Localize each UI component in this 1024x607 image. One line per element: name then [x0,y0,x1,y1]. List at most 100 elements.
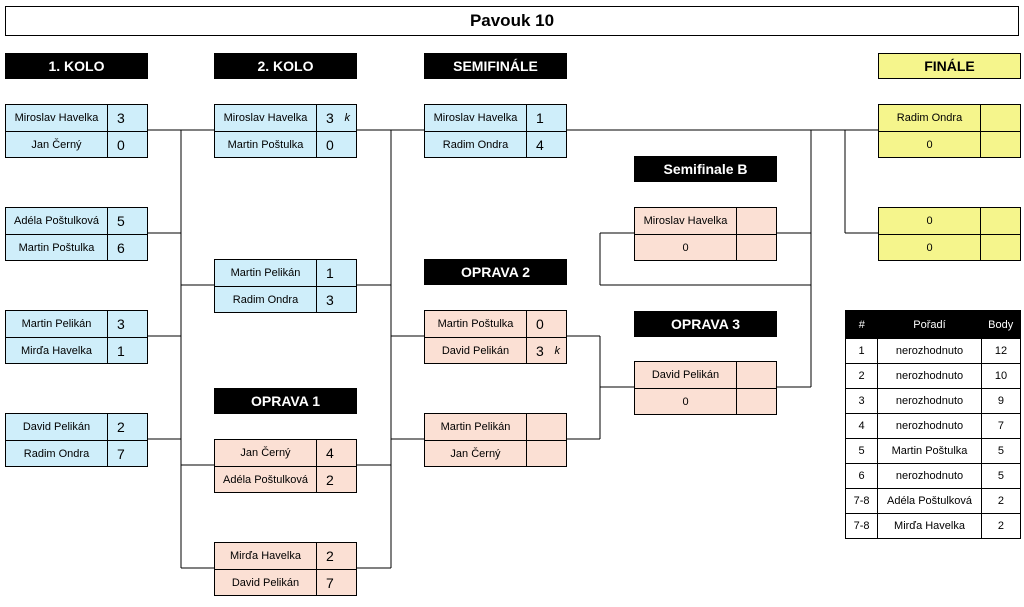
name-cell: nerozhodnuto [877,363,982,389]
player-name: Martin Poštulka [425,311,527,337]
semifinal-match: Miroslav Havelka 1 Radim Ondra 4 [424,104,567,158]
player-name: Radim Ondra [215,287,317,312]
repechage-3-match: David Pelikán 0 [634,361,777,415]
player-score [737,208,776,234]
player-name: David Pelikán [425,338,527,363]
player-name: 0 [635,235,737,260]
name-cell: Adéla Poštulková [877,488,982,514]
semifinal-b-header: Semifinale B [634,156,777,182]
player-name: Martin Poštulka [215,132,317,157]
player-name: Adéla Poštulková [215,467,317,492]
player-name: Martin Pelikán [215,260,317,286]
round-2-match-2: Martin Pelikán 1 Radim Ondra 3 [214,259,357,313]
player-name: Martin Pelikán [425,414,527,440]
name-cell: nerozhodnuto [877,463,982,489]
player-name: Martin Poštulka [6,235,108,260]
final-match-2: 0 0 [878,207,1021,261]
points-cell: 2 [980,488,1022,514]
player-score [527,441,566,466]
rank-cell: 1 [844,338,879,364]
player-score: 1 [117,342,125,359]
points-cell: 12 [980,338,1022,364]
round-1-header: 1. KOLO [5,53,148,79]
player-score: 0 [326,136,334,153]
player-score [737,389,776,414]
player-name: Jan Černý [215,440,317,466]
player-score: 1 [326,265,334,281]
points-cell: 2 [980,513,1022,539]
player-name: 0 [879,132,981,157]
name-cell: Martin Poštulka [877,438,982,464]
player-score [527,414,566,440]
player-score: 0 [117,136,125,153]
player-name: Miroslav Havelka [425,105,527,131]
rank-cell: 3 [844,388,879,414]
player-score [737,362,776,388]
player-score [737,235,776,260]
player-name: Mirďa Havelka [215,543,317,569]
player-score: 3 [326,291,334,308]
player-score: 0 [536,316,544,332]
ranking-header-row: # Pořadí Body [845,310,1021,339]
player-score: 4 [536,136,544,153]
final-header: FINÁLE [878,53,1021,79]
rank-cell: 2 [844,363,879,389]
player-name: Mirďa Havelka [6,338,108,363]
player-score: 2 [117,419,125,435]
repechage-1-header: OPRAVA 1 [214,388,357,414]
repechage-3-header: OPRAVA 3 [634,311,777,337]
player-name: Adéla Poštulková [6,208,108,234]
ranking-col-points: Body [981,310,1021,339]
points-cell: 10 [980,363,1022,389]
player-score [981,208,1020,234]
name-cell: Mirďa Havelka [877,513,982,539]
round-1-match-3: Martin Pelikán 3 Mirďa Havelka 1 [5,310,148,364]
player-score [981,235,1020,260]
player-score: 1 [536,110,544,126]
player-score: 3 [117,316,125,332]
player-name: David Pelikán [6,414,108,440]
player-name: David Pelikán [215,570,317,595]
player-score [981,132,1020,157]
round-1-match-1: Miroslav Havelka 3 Jan Černý 0 [5,104,148,158]
player-name: 0 [635,389,737,414]
player-score: 2 [326,548,334,564]
player-name: Radim Ondra [425,132,527,157]
round-2-header: 2. KOLO [214,53,357,79]
points-cell: 5 [980,438,1022,464]
repechage-2-header: OPRAVA 2 [424,259,567,285]
player-name: David Pelikán [635,362,737,388]
semifinal-b-match: Miroslav Havelka 0 [634,207,777,261]
player-score: 2 [326,471,334,488]
ranking-col-rank: # [845,310,878,339]
player-score: 6 [117,239,125,256]
rank-cell: 7-8 [844,513,879,539]
player-name: 0 [879,208,981,234]
player-name: Jan Černý [6,132,108,157]
player-name: Martin Pelikán [6,311,108,337]
points-cell: 7 [980,413,1022,439]
final-match-1: Radim Ondra 0 [878,104,1021,158]
page-title: Pavouk 10 [5,6,1019,36]
rank-cell: 5 [844,438,879,464]
player-score: 3 [117,110,125,126]
player-score: 7 [326,574,334,591]
player-name: Miroslav Havelka [6,105,108,131]
player-name: Jan Černý [425,441,527,466]
player-name: Miroslav Havelka [215,105,317,131]
